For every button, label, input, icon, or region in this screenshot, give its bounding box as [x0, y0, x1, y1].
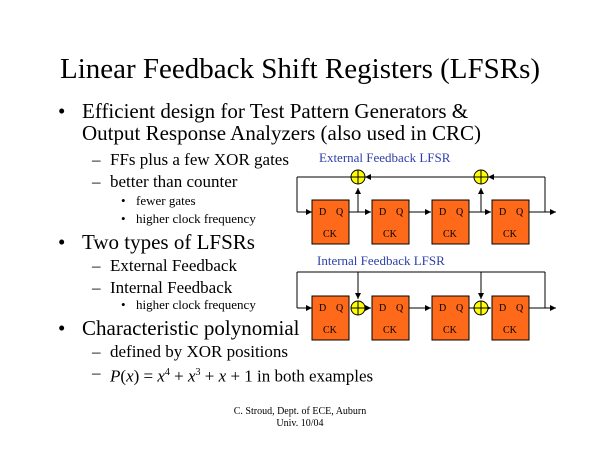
- sub-bullet-text: better than counter: [110, 172, 238, 191]
- poly-exp: 4: [164, 367, 170, 378]
- dash: –: [92, 150, 101, 169]
- ff-ck-label: CK: [503, 229, 518, 240]
- flip-flop-box: [491, 199, 530, 245]
- ff-d-label: D: [319, 207, 326, 218]
- ff-q-label: Q: [336, 303, 344, 314]
- dash: –: [92, 172, 101, 191]
- flip-flop-box: [491, 295, 530, 341]
- ff-ck-label: CK: [503, 325, 518, 336]
- ff-d-label: D: [499, 207, 506, 218]
- poly-x: x: [157, 366, 165, 386]
- dash: –: [92, 363, 101, 382]
- xor-gate-icon: [473, 169, 489, 185]
- ff-ck-label: CK: [383, 325, 398, 336]
- polynomial: P(x) = x4 + x3 + x + 1 in both examples: [110, 366, 374, 386]
- dash: –: [92, 256, 101, 275]
- flip-flop-box: [311, 199, 350, 245]
- dot: •: [121, 297, 126, 312]
- bullet-dot: •: [58, 316, 66, 340]
- poly-x: x: [218, 366, 227, 386]
- external-lfsr-label: External Feedback LFSR: [319, 150, 451, 165]
- bullet-text: Output Response Analyzers (also used in …: [82, 121, 481, 145]
- xor-gate-icon: [350, 169, 366, 185]
- ff-q-label: Q: [336, 207, 344, 218]
- ff-ck-label: CK: [323, 229, 338, 240]
- poly-x: x: [188, 366, 196, 386]
- poly-rest: + 1 in both examples: [226, 366, 374, 386]
- flip-flop-box: [431, 199, 470, 245]
- ff-ck-label: CK: [383, 229, 398, 240]
- flip-flop-box: [311, 295, 350, 341]
- sub-bullet-text: defined by XOR positions: [110, 342, 289, 361]
- bullet-dot: •: [58, 230, 66, 254]
- ff-q-label: Q: [456, 303, 464, 314]
- sub-sub-bullet-text: higher clock frequency: [136, 297, 256, 312]
- poly-exp: 3: [195, 367, 201, 378]
- flip-flop-box: [431, 295, 470, 341]
- dash: –: [92, 342, 101, 361]
- footer-line-1: C. Stroud, Dept. of ECE, Auburn: [233, 406, 367, 417]
- ff-ck-label: CK: [443, 325, 458, 336]
- poly-x: x: [126, 366, 134, 386]
- ff-d-label: D: [379, 207, 386, 218]
- bullet-text: Two types of LFSRs: [82, 230, 255, 254]
- ff-q-label: Q: [516, 303, 524, 314]
- sub-sub-bullet-text: higher clock frequency: [136, 211, 256, 226]
- flip-flop-box: [371, 295, 410, 341]
- ff-q-label: Q: [516, 207, 524, 218]
- ff-d-label: D: [439, 303, 446, 314]
- sub-bullet-text: FFs plus a few XOR gates: [110, 150, 289, 169]
- ff-ck-label: CK: [323, 325, 338, 336]
- ff-d-label: D: [439, 207, 446, 218]
- dash: –: [92, 278, 101, 297]
- sub-sub-bullet-text: fewer gates: [136, 193, 196, 208]
- dot: •: [121, 211, 126, 226]
- slide-title: Linear Feedback Shift Registers (LFSRs): [59, 53, 541, 85]
- dot: •: [121, 193, 126, 208]
- xor-gate-icon: [473, 300, 489, 316]
- bullet-text: Efficient design for Test Pattern Genera…: [82, 99, 469, 123]
- poly-p: P: [110, 366, 121, 386]
- ff-ck-label: CK: [443, 229, 458, 240]
- sub-bullet-text: External Feedback: [110, 256, 237, 275]
- xor-gate-icon: [350, 300, 366, 316]
- internal-lfsr-label: Internal Feedback LFSR: [317, 253, 445, 268]
- ff-q-label: Q: [396, 303, 404, 314]
- footer-line-2: Univ. 10/04: [276, 418, 324, 429]
- bullet-dot: •: [58, 99, 66, 123]
- external-lfsr: [296, 174, 556, 215]
- ff-d-label: D: [319, 303, 326, 314]
- ff-d-label: D: [379, 303, 386, 314]
- ff-d-label: D: [499, 303, 506, 314]
- ff-q-label: Q: [396, 207, 404, 218]
- flip-flop-box: [371, 199, 410, 245]
- bullet-text: Characteristic polynomial: [82, 316, 300, 340]
- sub-bullet-text: Internal Feedback: [110, 278, 233, 297]
- internal-lfsr: [296, 271, 556, 311]
- ff-q-label: Q: [456, 207, 464, 218]
